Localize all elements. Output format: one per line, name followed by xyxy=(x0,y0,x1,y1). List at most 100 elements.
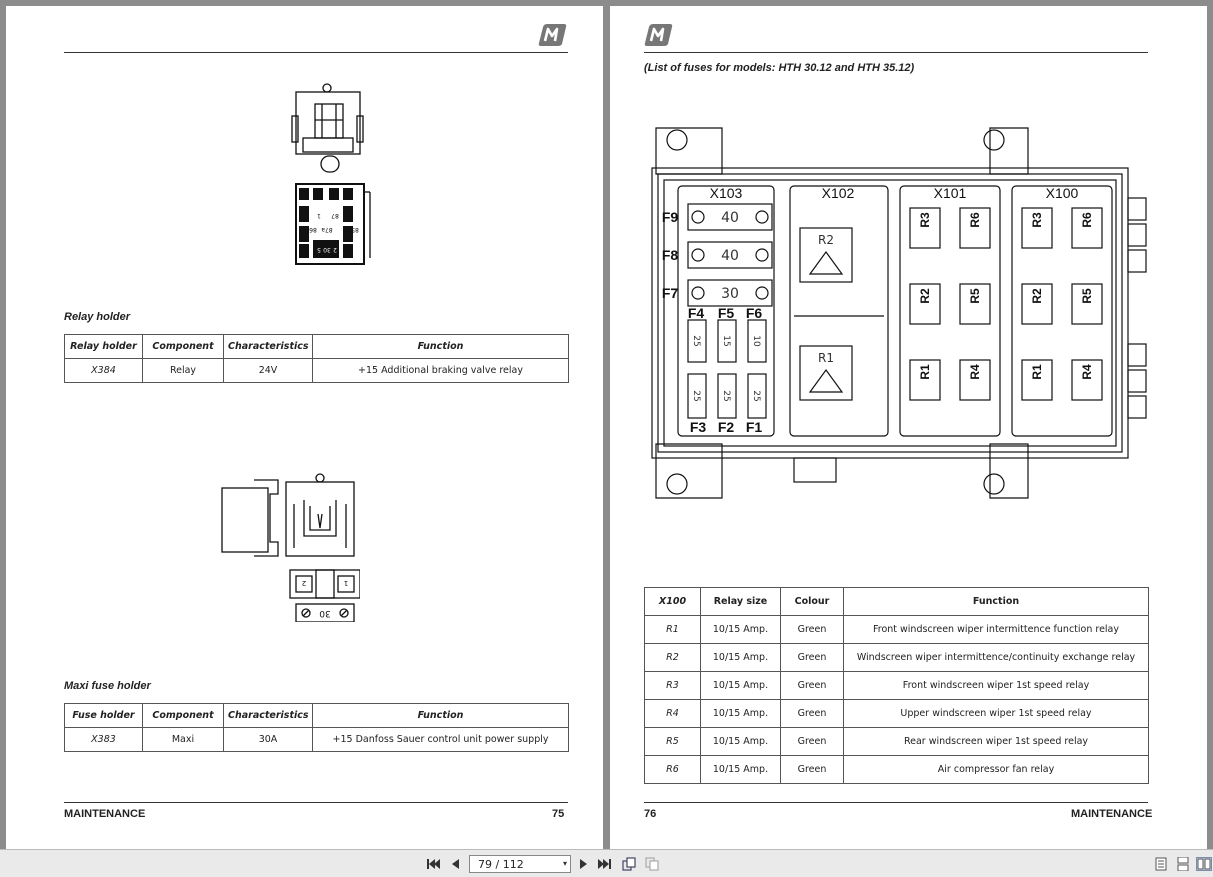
rotate-button[interactable] xyxy=(622,857,636,871)
single-page-view-icon xyxy=(1155,857,1167,871)
cell: Green xyxy=(780,643,844,672)
relay-label-x101-r5: R5 xyxy=(968,288,982,304)
maxi-holder-label: 30 xyxy=(319,608,331,618)
cell: 10/15 Amp. xyxy=(700,727,781,756)
cell: Front windscreen wiper 1st speed relay xyxy=(843,671,1149,700)
page-number: 76 xyxy=(644,808,657,820)
table-row: X383 Maxi 30A +15 Danfoss Sauer control … xyxy=(64,727,569,752)
next-page-icon xyxy=(580,859,587,869)
cell: R4 xyxy=(644,699,701,728)
header-rule xyxy=(64,52,568,53)
copy-icon xyxy=(645,857,659,871)
relay-holder-table: Relay holder Component Characteristics F… xyxy=(64,334,569,383)
block-label-x103: X103 xyxy=(710,185,743,201)
col-header: Characteristics xyxy=(223,334,313,359)
cell: Green xyxy=(780,755,844,784)
cell: 24V xyxy=(223,358,313,383)
relay-label-x101-r1: R1 xyxy=(918,364,932,380)
relay-holder-title: Relay holder xyxy=(64,311,131,323)
cell: 30A xyxy=(223,727,313,752)
relay-pin-85: 85 xyxy=(351,226,359,233)
cell: 10/15 Amp. xyxy=(700,615,781,644)
relay-pin-30: 30 xyxy=(323,246,331,253)
cell: Front windscreen wiper intermittence fun… xyxy=(843,615,1149,644)
relay-pin-1: 1 xyxy=(317,212,321,219)
relay-function-table: X100 Relay size Colour Function R1 10/15… xyxy=(644,587,1149,784)
fuse-label-f5: F5 xyxy=(718,305,735,321)
mini-fuse-value-f1: 25 xyxy=(751,390,761,401)
header-rule xyxy=(644,52,1148,53)
fuse-box-diagram: X103 X102 X101 X100 F9 F8 F7 F4 F5 F6 F3… xyxy=(651,127,1147,499)
copy-button[interactable] xyxy=(645,857,659,871)
fuse-label-f7: F7 xyxy=(662,285,679,301)
col-header: X100 xyxy=(644,587,701,616)
relay-label-x102-r2: R2 xyxy=(818,233,834,247)
relay-pin-2: 2 xyxy=(333,246,337,253)
fuse-label-f1: F1 xyxy=(746,419,763,435)
cell: Rear windscreen wiper 1st speed relay xyxy=(843,727,1149,756)
table-row: R3 10/15 Amp. Green Front windscreen wip… xyxy=(644,671,1149,700)
table-header-row: Relay holder Component Characteristics F… xyxy=(64,334,569,359)
cell: R3 xyxy=(644,671,701,700)
continuous-view-button[interactable] xyxy=(1176,857,1190,871)
relay-label-x100-r4: R4 xyxy=(1080,364,1094,380)
continuous-view-icon xyxy=(1177,857,1189,871)
col-header: Colour xyxy=(780,587,844,616)
maxi-pin-1: 1 xyxy=(344,579,348,587)
cell: 10/15 Amp. xyxy=(700,699,781,728)
fuse-list-subtitle: (List of fuses for models: HTH 30.12 and… xyxy=(644,62,915,74)
table-header-row: Fuse holder Component Characteristics Fu… xyxy=(64,703,569,728)
block-label-x102: X102 xyxy=(822,185,855,201)
table-row: R6 10/15 Amp. Green Air compressor fan r… xyxy=(644,755,1149,784)
cell: Green xyxy=(780,615,844,644)
cell: +15 Additional braking valve relay xyxy=(312,358,569,383)
cell: +15 Danfoss Sauer control unit power sup… xyxy=(312,727,569,752)
maxi-fuse-holder-table: Fuse holder Component Characteristics Fu… xyxy=(64,703,569,752)
page-number: 75 xyxy=(552,808,565,820)
col-header: Relay size xyxy=(700,587,781,616)
col-header: Component xyxy=(142,703,224,728)
viewer-toolbar: 79 / 112 ▾ xyxy=(0,849,1213,877)
right-page: (List of fuses for models: HTH 30.12 and… xyxy=(610,6,1207,849)
relay-holder-drawing: 1 87 87a 85 86 5 30 2 xyxy=(291,83,371,265)
cell: R1 xyxy=(644,615,701,644)
col-header: Function xyxy=(843,587,1149,616)
prev-page-icon xyxy=(452,859,459,869)
prev-page-button[interactable] xyxy=(448,857,462,871)
cell: Green xyxy=(780,699,844,728)
table-row: R5 10/15 Amp. Green Rear windscreen wipe… xyxy=(644,727,1149,756)
two-page-view-button[interactable] xyxy=(1196,857,1212,871)
cell: Maxi xyxy=(142,727,224,752)
first-page-button[interactable] xyxy=(426,857,440,871)
cell: X383 xyxy=(64,727,143,752)
maxi-fuse-value-f7: 30 xyxy=(721,286,739,302)
next-page-button[interactable] xyxy=(577,857,591,871)
table-row: R4 10/15 Amp. Green Upper windscreen wip… xyxy=(644,699,1149,728)
mini-fuse-value-f3: 25 xyxy=(691,390,701,401)
footer-rule xyxy=(644,802,1148,803)
cell: Upper windscreen wiper 1st speed relay xyxy=(843,699,1149,728)
relay-label-x100-r6: R6 xyxy=(1080,212,1094,228)
rotate-icon xyxy=(622,857,636,871)
table-row: R2 10/15 Amp. Green Windscreen wiper int… xyxy=(644,643,1149,672)
relay-pin-87: 87 xyxy=(331,212,339,219)
last-page-button[interactable] xyxy=(598,857,612,871)
last-page-icon xyxy=(598,859,611,869)
footer-section-label: MAINTENANCE xyxy=(1071,808,1153,820)
single-page-view-button[interactable] xyxy=(1154,857,1168,871)
mini-fuse-value-f5: 15 xyxy=(721,335,731,346)
mini-fuse-value-f6: 10 xyxy=(751,335,761,347)
table-row: X384 Relay 24V +15 Additional braking va… xyxy=(64,358,569,383)
footer-rule xyxy=(64,802,568,803)
relay-label-x102-r1: R1 xyxy=(818,351,834,365)
cell: Air compressor fan relay xyxy=(843,755,1149,784)
brand-logo xyxy=(538,24,567,46)
left-page: 1 87 87a 85 86 5 30 2 Relay holder Relay… xyxy=(6,6,603,849)
page-number-select[interactable]: 79 / 112 ▾ xyxy=(469,855,571,873)
block-label-x100: X100 xyxy=(1046,185,1079,201)
relay-pin-86: 86 xyxy=(309,226,317,233)
maxi-fuse-holder-title: Maxi fuse holder xyxy=(64,680,151,692)
relay-label-x100-r3: R3 xyxy=(1030,212,1044,228)
fuse-label-f3: F3 xyxy=(690,419,707,435)
col-header: Characteristics xyxy=(223,703,313,728)
